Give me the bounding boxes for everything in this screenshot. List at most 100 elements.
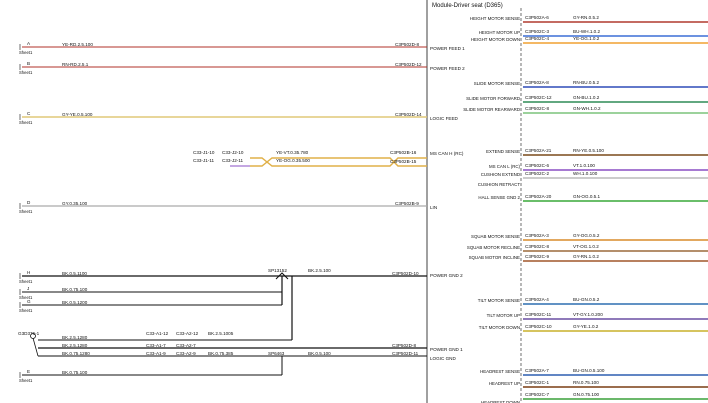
wire-code: BK.2.5.1280 (62, 343, 88, 348)
splice-sp1-mark (275, 272, 289, 280)
wire-code: BK.0.5.1200 (62, 300, 88, 305)
signal-name: HEIGHT MOTOR DOWN (470, 37, 520, 42)
can-j4: C33-J2-11 (222, 158, 244, 163)
can-wire-1: YE-VT.0.35.780 (276, 150, 309, 155)
wire-can-h (250, 157, 427, 167)
right-wire-code: RN.0.75.100 (573, 380, 599, 385)
conn-code: C3P502D-8 (395, 42, 420, 47)
pin-a: A (27, 41, 31, 46)
right-wire-code: GY-RN.0.5.2 (573, 15, 599, 20)
splice-c-wire: BK.0.75.385 (208, 351, 234, 356)
right-wire-group (523, 21, 708, 400)
right-wire-code: GY-YE.1.0.2 (573, 324, 599, 329)
wire-code: GY.0.35.100 (62, 201, 88, 206)
signal-name: TILT MOTOR DOWN (478, 325, 520, 330)
right-conn-code: C3P502C-1 (525, 380, 550, 385)
signal-name: CUSHION RETRACT (477, 182, 520, 187)
signal-name: SLIDE MOTOR FORWARD (466, 96, 520, 101)
splice-a1: C33-A1-12 (146, 331, 169, 336)
signal-name: HEIGHT MOTOR SENSE (469, 16, 520, 21)
sheet-label: Sheet1 (19, 70, 33, 75)
ground-ring-lead (32, 337, 39, 357)
right-conn-code: C3P502C-7 (525, 392, 550, 397)
right-conn-code: C3P502A-7 (525, 368, 549, 373)
pin-e: E (27, 369, 31, 374)
conn-code: C3P502D-14 (395, 112, 422, 117)
sheet-label: Sheet1 (19, 209, 33, 214)
pin-d: D (27, 200, 31, 205)
right-conn-code: C3P502C-11 (525, 312, 552, 317)
can-j1: C33-J1-10 (193, 150, 215, 155)
right-wire-code: VT.1.0.100 (573, 163, 595, 168)
conn-code: C3P502B-9 (395, 201, 419, 206)
right-wire-code: GY-OG.0.5.2 (573, 233, 600, 238)
right-conn-code: C3P502A-21 (525, 148, 552, 153)
right-conn-code: C3P502C-9 (525, 254, 550, 259)
signal-name: HEADREST SENSE (480, 369, 520, 374)
signal-name: HEADREST UP (488, 381, 520, 386)
right-wire-code: GY-RN.1.0.2 (573, 254, 599, 259)
right-wire-code: GN-OG.0.5.1 (573, 194, 601, 199)
splice-b2: C33-A2-7 (176, 343, 196, 348)
right-wire-code: VT-GY.1.0.200 (573, 312, 603, 317)
can-conn-1: C3P502B-16 (390, 150, 417, 155)
wire-can-l (250, 157, 427, 167)
sheet-label: Sheet1 (19, 378, 33, 383)
right-wire-code: BU-WH.1.0.2 (573, 29, 601, 34)
signal-name: TILT MOTOR UP (486, 313, 520, 318)
splice-b1: C33-A1-7 (146, 343, 166, 348)
can-j2: C33-J2-10 (222, 150, 244, 155)
can-j3: C33-J1-11 (193, 158, 215, 163)
signal-name: TILT MOTOR SENSE (477, 298, 520, 303)
right-wire-code: GN-BU.1.0.2 (573, 95, 600, 100)
right-conn-code: C3P502C-4 (525, 36, 550, 41)
right-conn-code: C3P502A-3 (525, 233, 549, 238)
signal-name: HALL SENSE GND 2 (478, 195, 520, 200)
right-conn-code: C3P502A-6 (525, 15, 549, 20)
right-wire-code: RN-BU.0.5.2 (573, 80, 600, 85)
net-logic-gnd: LOGIC GND (430, 356, 456, 361)
wire-code: GY-YE.0.5.100 (62, 112, 93, 117)
splice-sp2: SP6463 (268, 351, 285, 356)
net-power-feed-1: POWER FEED 1 (430, 46, 465, 51)
signal-name: SQUAB MOTOR RECLINE (466, 245, 520, 250)
signal-name: CUSHION EXTEND (480, 172, 520, 177)
right-conn-code: C3P502C-10 (525, 324, 552, 329)
right-wire-code: VT-OG.1.0.2 (573, 244, 599, 249)
pin-b: B (27, 61, 31, 66)
splice-c1: C33-A1-9 (146, 351, 166, 356)
right-conn-code: C3P502C-2 (525, 171, 550, 176)
wire-code: BK.2.5.1280 (62, 335, 88, 340)
right-conn-code: C3P502C-12 (525, 95, 552, 100)
right-conn-code: C3P502C-8 (525, 106, 550, 111)
right-wire-code: RN-YE.0.5.100 (573, 148, 604, 153)
splice-sp1: SP13152 (268, 268, 287, 273)
sheet-label: Sheet1 (19, 279, 33, 284)
conn-code: C3P502D-10 (392, 271, 419, 276)
sheet-label: Sheet1 (19, 295, 33, 300)
right-wire-code: YE-OG.1.0.2 (573, 36, 600, 41)
module-title: Module-Driver seat (D365) (432, 3, 503, 9)
right-wire-code: WH.1.0.100 (573, 171, 598, 176)
right-conn-code: C3P502C-6 (525, 163, 550, 168)
wire-code: BK.0.5.1100 (62, 271, 87, 276)
splice-sp2-wire: BK.0.5.100 (308, 351, 331, 356)
wire-code: BK.0.75.100 (62, 287, 88, 292)
can-wire-2: YE-OG.0.35.500 (276, 158, 310, 163)
wire-code: RN-RD.2.5.1 (62, 62, 89, 67)
wire-code: BK.0.75.100 (62, 370, 88, 375)
signal-name: EXTEND SENSE (486, 149, 520, 154)
signal-name: SQUAB MOTOR INCLINE (468, 255, 520, 260)
wire-code: BK.0.75.1280 (62, 351, 90, 356)
splice-a-wire: BK.2.5.1005 (208, 331, 234, 336)
sheet-label: Sheet1 (19, 308, 33, 313)
pin-c: C (27, 111, 31, 116)
pin-g3d376: G3D376-1 (18, 331, 40, 336)
conn-code: C3P502D-11 (392, 351, 419, 356)
pin-h: H (27, 270, 31, 275)
right-conn-code: C3P502A-20 (525, 194, 552, 199)
net-power-feed-2: POWER FEED 2 (430, 66, 465, 71)
pin-j: J (27, 286, 30, 291)
